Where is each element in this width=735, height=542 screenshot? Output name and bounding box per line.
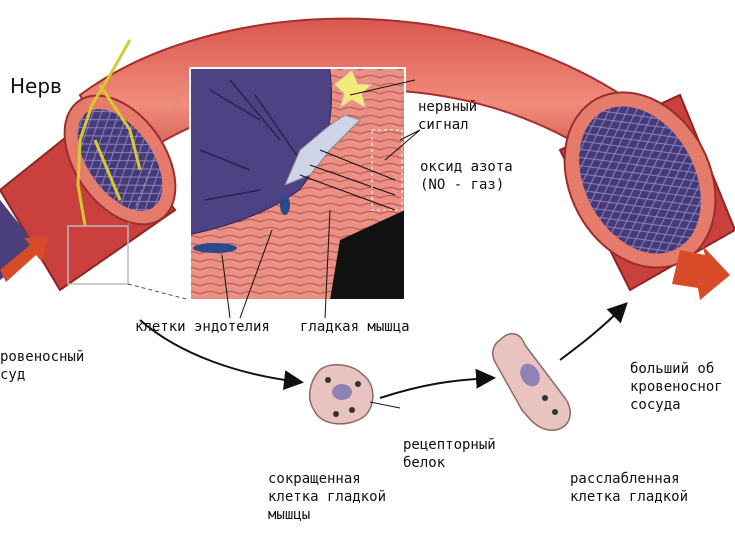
right-flow-arrow xyxy=(672,245,730,300)
nerve-fiber xyxy=(76,39,142,226)
label-nitric-oxide: оксид азота(NO - газ) xyxy=(420,159,513,193)
left-flow-arrow xyxy=(0,236,48,282)
contracted-cell xyxy=(308,364,374,425)
arrow-to-contracted xyxy=(139,319,304,391)
zoom-box xyxy=(67,225,129,285)
vessel-diagram xyxy=(0,17,735,431)
label-smooth-muscle: гладкая мышца xyxy=(300,319,410,335)
right-vessel-segment xyxy=(558,91,735,300)
left-vessel-segment xyxy=(0,94,177,292)
relaxed-cell xyxy=(492,333,571,431)
arrow-to-bigger xyxy=(559,302,628,361)
zoom-inset xyxy=(189,67,406,301)
arrow-to-relaxed xyxy=(379,368,496,399)
label-nerve: Нерв xyxy=(10,74,62,98)
label-endothelium: клетки эндотелия xyxy=(135,319,270,335)
